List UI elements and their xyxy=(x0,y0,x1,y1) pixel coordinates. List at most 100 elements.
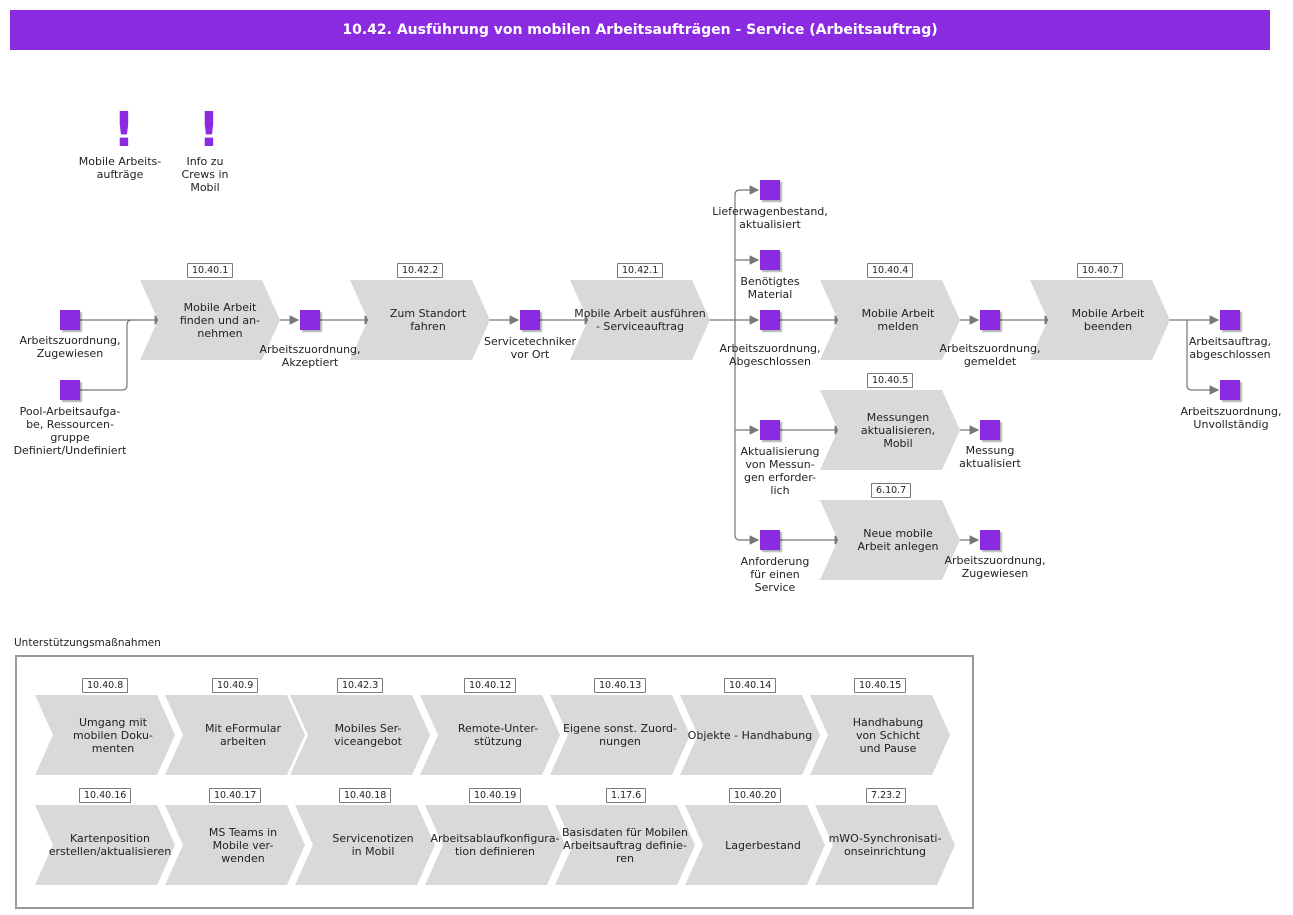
support-step[interactable] xyxy=(165,805,305,885)
support-label: Servicenotizen in Mobil xyxy=(332,832,414,858)
support-number-tag: 10.40.19 xyxy=(469,788,522,803)
support-step[interactable] xyxy=(295,805,435,885)
event-marker[interactable] xyxy=(1220,380,1240,400)
support-label: Lagerbestand xyxy=(725,838,801,852)
support-number-tag: 10.40.17 xyxy=(209,788,262,803)
process-label: Mobile Arbeit ausführen - Serviceauftrag xyxy=(574,307,706,333)
support-label: Mit eFormular arbeiten xyxy=(204,722,282,748)
support-number-tag: 10.40.16 xyxy=(79,788,132,803)
connector xyxy=(734,185,760,196)
support-number-tag: 10.40.8 xyxy=(82,678,129,693)
event-label: Arbeitszuordnung, Zugewiesen xyxy=(944,554,1046,580)
support-number-tag: 10.40.20 xyxy=(729,788,782,803)
process-step[interactable] xyxy=(570,280,710,360)
event-marker[interactable] xyxy=(760,530,780,550)
event-label: Arbeitsauftrag, abgeschlossen xyxy=(1188,335,1272,361)
event-label: Arbeitszuordnung, Zugewiesen xyxy=(19,334,121,360)
note-label: Mobile Arbeits- aufträge xyxy=(78,155,162,181)
event-label: Pool-Arbeitsaufga- be, Ressourcen- grupp… xyxy=(13,405,127,457)
connector xyxy=(1186,320,1220,395)
event-marker[interactable] xyxy=(760,250,780,270)
support-number-tag: 10.40.9 xyxy=(212,678,259,693)
support-title: Unterstützungsmaßnahmen xyxy=(14,637,161,649)
support-label: mWO-Synchronisati- onseinrichtung xyxy=(828,832,942,858)
process-label: Neue mobile Arbeit anlegen xyxy=(857,527,939,553)
event-marker[interactable] xyxy=(980,530,1000,550)
page-title-bar: 10.42. Ausführung von mobilen Arbeitsauf… xyxy=(10,10,1270,50)
process-label: Mobile Arbeit beenden xyxy=(1071,307,1145,333)
event-label: Arbeitszuordnung, Unvollständig xyxy=(1180,405,1282,431)
event-label: Anforderung für einen Service xyxy=(740,555,810,594)
event-label: Benötigtes Material xyxy=(740,275,800,301)
connector xyxy=(80,319,133,391)
support-number-tag: 10.40.18 xyxy=(339,788,392,803)
exclamation-icon[interactable]: ! xyxy=(198,102,220,158)
support-label: Basisdaten für Mobilen Arbeitsauftrag de… xyxy=(562,825,688,865)
support-step[interactable] xyxy=(680,695,820,775)
event-marker[interactable] xyxy=(980,310,1000,330)
support-label: MS Teams in Mobile ver- wenden xyxy=(208,825,278,865)
event-marker[interactable] xyxy=(60,380,80,400)
event-marker[interactable] xyxy=(760,310,780,330)
event-marker[interactable] xyxy=(760,180,780,200)
support-number-tag: 10.40.13 xyxy=(594,678,647,693)
event-label: Arbeitszuordnung, Abgeschlossen xyxy=(719,342,821,368)
support-label: Arbeitsablaufkonfigura- tion definieren xyxy=(430,832,560,858)
support-number-tag: 7.23.2 xyxy=(866,788,907,803)
support-step[interactable] xyxy=(685,805,825,885)
support-step[interactable] xyxy=(35,695,175,775)
support-number-tag: 10.40.12 xyxy=(464,678,517,693)
support-step[interactable] xyxy=(165,695,305,775)
process-step[interactable] xyxy=(350,280,490,360)
process-label: Messungen aktualisieren, Mobil xyxy=(860,410,936,450)
event-label: Lieferwagenbestand, aktualisiert xyxy=(712,205,828,231)
process-number-tag: 10.40.7 xyxy=(1077,263,1124,278)
process-label: Mobile Arbeit finden und an- nehmen xyxy=(179,300,261,340)
event-label: Arbeitszuordnung, gemeldet xyxy=(939,342,1041,368)
support-step[interactable] xyxy=(555,805,695,885)
event-marker[interactable] xyxy=(980,420,1000,440)
process-step[interactable] xyxy=(820,280,960,360)
support-number-tag: 1.17.6 xyxy=(606,788,647,803)
process-label: Zum Standort fahren xyxy=(389,307,467,333)
process-number-tag: 10.42.2 xyxy=(397,263,444,278)
support-number-tag: 10.40.15 xyxy=(854,678,907,693)
event-marker[interactable] xyxy=(300,310,320,330)
process-step[interactable] xyxy=(1030,280,1170,360)
process-step[interactable] xyxy=(820,390,960,470)
support-label: Umgang mit mobilen Doku- menten xyxy=(73,715,153,755)
event-marker[interactable] xyxy=(1220,310,1240,330)
process-step[interactable] xyxy=(140,280,280,360)
support-label: Handhabung von Schicht und Pause xyxy=(852,715,924,755)
event-label: Servicetechniker vor Ort xyxy=(483,335,577,361)
connector xyxy=(734,195,760,545)
exclamation-icon[interactable]: ! xyxy=(113,102,135,158)
event-marker[interactable] xyxy=(520,310,540,330)
process-number-tag: 10.40.1 xyxy=(187,263,234,278)
support-step[interactable] xyxy=(290,695,430,775)
support-step[interactable] xyxy=(550,695,690,775)
event-marker[interactable] xyxy=(760,420,780,440)
event-marker[interactable] xyxy=(60,310,80,330)
process-number-tag: 10.40.4 xyxy=(867,263,914,278)
process-step[interactable] xyxy=(820,500,960,580)
process-number-tag: 6.10.7 xyxy=(871,483,912,498)
process-label: Mobile Arbeit melden xyxy=(861,307,935,333)
support-label: Mobiles Ser- viceangebot xyxy=(334,722,402,748)
support-label: Objekte - Handhabung xyxy=(687,728,813,742)
process-number-tag: 10.40.5 xyxy=(867,373,914,388)
support-step[interactable] xyxy=(810,695,950,775)
support-step[interactable] xyxy=(35,805,175,885)
process-number-tag: 10.42.1 xyxy=(617,263,664,278)
event-label: Messung aktualisiert xyxy=(959,444,1021,470)
support-step[interactable] xyxy=(420,695,560,775)
support-label: Kartenposition erstellen/aktualisieren xyxy=(48,832,172,858)
note-label: Info zu Crews in Mobil xyxy=(181,155,229,194)
page-title: 10.42. Ausführung von mobilen Arbeitsauf… xyxy=(342,22,938,38)
support-step[interactable] xyxy=(815,805,955,885)
event-label: Aktualisierung von Messun- gen erforder-… xyxy=(740,445,820,497)
support-number-tag: 10.42.3 xyxy=(337,678,384,693)
support-number-tag: 10.40.14 xyxy=(724,678,777,693)
support-step[interactable] xyxy=(425,805,565,885)
support-label: Eigene sonst. Zuord- nungen xyxy=(563,722,677,748)
